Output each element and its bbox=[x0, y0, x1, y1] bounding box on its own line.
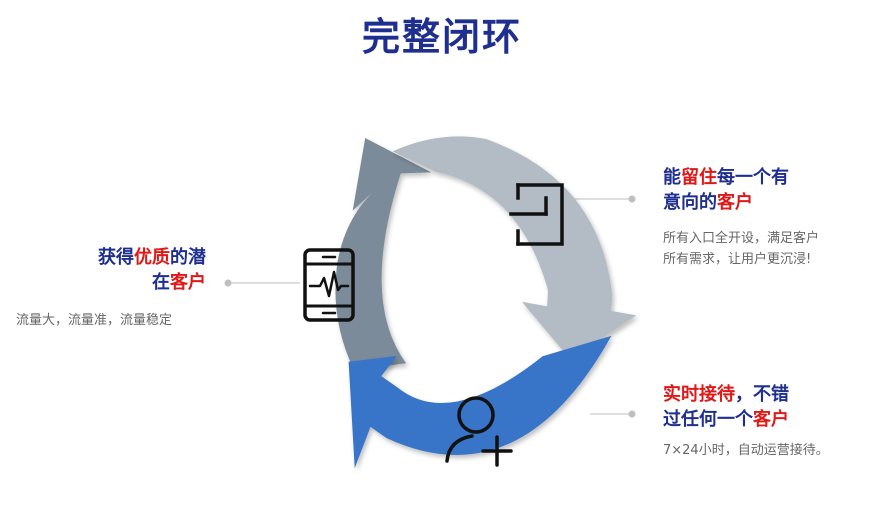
left-description-line: 流量大，流量准，流量稳定 bbox=[16, 313, 173, 328]
sign-in-icon bbox=[509, 183, 564, 246]
top-right-description-line: 所有入口全开设，满足客户 bbox=[663, 231, 820, 246]
cycle-segment-bottom bbox=[348, 335, 612, 469]
left-heading: 获得优质的潜 在客户 bbox=[98, 245, 206, 295]
top-right-description-line: 所有需求，让用户更沉浸! bbox=[663, 252, 812, 267]
bottom-right-description-line: 7×24小时，自动运营接待。 bbox=[663, 443, 829, 458]
top-right-heading: 能留住每一个有 意向的客户 bbox=[663, 165, 789, 215]
heading-text: 在 bbox=[152, 272, 170, 293]
heading-text: 每一个有 bbox=[717, 167, 789, 188]
bottom-right-heading-line1: 实时接待，不错 bbox=[663, 382, 789, 407]
heading-text: 过任何一个 bbox=[663, 409, 753, 430]
cycle-segment-top-right bbox=[392, 136, 637, 360]
top-right-heading-line2: 意向的客户 bbox=[663, 190, 789, 215]
highlight-text: 客户 bbox=[753, 409, 789, 430]
heading-text: 意向的 bbox=[663, 192, 717, 213]
top-right-heading-line1: 能留住每一个有 bbox=[663, 165, 789, 190]
top-right-description: 所有入口全开设，满足客户 所有需求，让用户更沉浸! bbox=[663, 228, 819, 270]
highlight-text: 留住 bbox=[681, 167, 717, 188]
heading-text: 的潜 bbox=[170, 247, 206, 268]
bottom-right-description: 7×24小时，自动运营接待。 bbox=[663, 440, 829, 461]
heading-text: 能 bbox=[663, 167, 681, 188]
page-title: 完整闭环 bbox=[361, 15, 522, 59]
left-heading-line2: 在客户 bbox=[98, 270, 206, 295]
heading-text: ，不错 bbox=[735, 384, 789, 405]
bottom-right-heading-line2: 过任何一个客户 bbox=[663, 407, 789, 432]
phone-pulse-icon bbox=[303, 248, 355, 322]
add-user-icon bbox=[445, 396, 513, 467]
left-description: 流量大，流量准，流量稳定 bbox=[16, 310, 172, 331]
bottom-right-heading: 实时接待，不错 过任何一个客户 bbox=[663, 382, 789, 432]
left-heading-line1: 获得优质的潜 bbox=[98, 245, 206, 270]
heading-text: 获得 bbox=[98, 247, 134, 268]
highlight-text: 客户 bbox=[717, 192, 753, 213]
highlight-text: 实时接待 bbox=[663, 384, 735, 405]
highlight-text: 客户 bbox=[170, 272, 206, 293]
highlight-text: 优质 bbox=[134, 247, 170, 268]
connector-lines bbox=[224, 195, 636, 418]
cycle-segment-left bbox=[335, 138, 432, 370]
